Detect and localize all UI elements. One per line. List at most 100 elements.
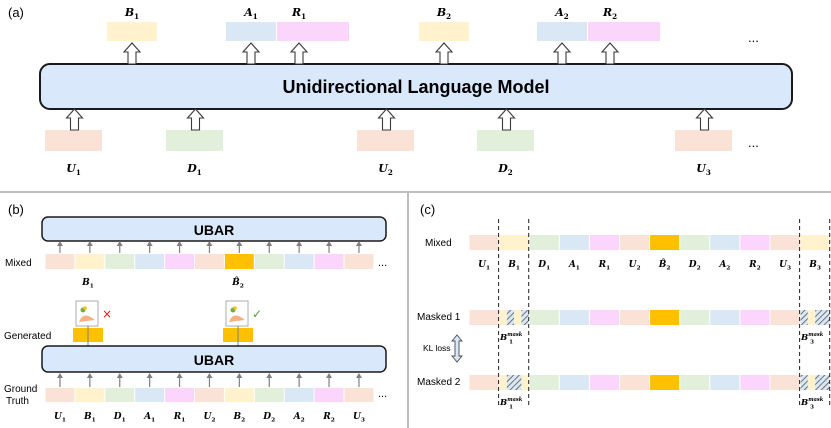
mask-label-0-main: B xyxy=(499,333,507,343)
mask-label-2-sup: mask xyxy=(507,397,523,403)
generated-label-1: B̂2 xyxy=(231,276,244,289)
masked-1-token-4 xyxy=(589,310,619,325)
mixed-token-b-8 xyxy=(284,254,314,269)
mixed-c-token-5 xyxy=(620,235,650,250)
mask-label-3-sub: 3 xyxy=(810,404,814,410)
output-token-label-0: B1 xyxy=(124,6,139,21)
ground-token-label-10-main: U xyxy=(353,412,362,422)
masked-1-token-2 xyxy=(529,310,559,325)
ground-arrow-icon-7 xyxy=(266,373,273,387)
mixed-arrow-icon-6 xyxy=(236,241,243,253)
mixed-c-label-11: B3 xyxy=(808,260,821,271)
input-arrow-icon-1 xyxy=(186,108,205,131)
output-arrow-icon-3 xyxy=(434,42,454,65)
mixed-c-label-9-sub: 2 xyxy=(757,265,761,271)
wrong-mark-icon: × xyxy=(102,307,112,321)
mixed-c-label-7: D2 xyxy=(688,260,701,271)
masked-1-mask-cell-1-0 xyxy=(499,310,507,325)
mixed-c-token-3 xyxy=(559,235,589,250)
ground-token-label-10-sub: 3 xyxy=(361,417,365,423)
output-token-label-1-main: A xyxy=(243,6,253,19)
output-token-3 xyxy=(419,22,469,41)
output-token-label-1: A1 xyxy=(243,6,258,21)
output-token-label-2: R1 xyxy=(291,6,306,21)
input-token-label-2-main: U xyxy=(378,162,389,175)
ground-token-9 xyxy=(314,388,344,402)
generated-label-0-sub: 1 xyxy=(90,283,94,289)
mixed-arrow-icon-7 xyxy=(266,241,273,253)
ground-token-3 xyxy=(135,388,165,402)
mixed-c-label-1-sub: 1 xyxy=(516,265,520,271)
ground-token-label-4-sub: 1 xyxy=(181,417,185,423)
mixed-c-token-11 xyxy=(800,235,830,250)
output-arrow-icon-4 xyxy=(552,42,572,65)
ubar-top-title: UBAR xyxy=(194,222,234,238)
mixed-c-label-4: R1 xyxy=(598,260,611,271)
masked-2-token-8 xyxy=(710,375,740,390)
ground-token-label-8: A2 xyxy=(293,412,305,423)
masked-2-token-6 xyxy=(650,375,680,390)
ground-token-2 xyxy=(105,388,135,402)
output-token-label-4: A2 xyxy=(554,6,569,21)
masked-1-mask-cell-11-0 xyxy=(800,310,808,325)
ground-token-label-0-main: U xyxy=(54,412,63,422)
mixed-c-label-7-sub: 2 xyxy=(697,265,701,271)
ground-token-label-4: R1 xyxy=(173,412,186,423)
ground-token-label-1-main: B xyxy=(83,412,92,422)
kl-double-arrow-icon xyxy=(451,334,463,363)
ground-token-label-5-main: U xyxy=(203,412,212,422)
row-label-mixed-c: Mixed xyxy=(425,238,452,249)
mixed-c-token-1 xyxy=(499,235,529,250)
input-token-label-4: U3 xyxy=(696,162,711,177)
output-token-label-3: B2 xyxy=(436,6,451,21)
input-token-label-1: D1 xyxy=(186,162,202,177)
generated-label-0-main: B xyxy=(81,278,90,288)
input-token-4 xyxy=(675,130,732,151)
panel-a-ellipsis-top: ... xyxy=(748,30,759,45)
output-arrow-icon-0 xyxy=(122,42,142,65)
ground-token-label-7-sub: 2 xyxy=(271,417,275,423)
ground-token-label-0-sub: 1 xyxy=(62,417,66,423)
ground-token-label-2-sub: 1 xyxy=(122,417,126,423)
input-arrow-icon-3 xyxy=(497,108,516,131)
mixed-c-label-9-main: R xyxy=(748,260,757,270)
output-token-label-2-sub: 1 xyxy=(301,12,306,21)
input-token-label-3-main: D xyxy=(497,162,508,175)
mixed-token-b-3 xyxy=(135,254,165,269)
masked-2-mask-cell-11-2 xyxy=(815,375,823,390)
mixed-c-label-8: A2 xyxy=(718,260,730,271)
mixed-c-label-3: A1 xyxy=(568,260,580,271)
mixed-token-b-10 xyxy=(344,254,374,269)
ubar-top-box xyxy=(41,216,387,242)
output-token-label-4-main: A xyxy=(554,6,564,19)
input-arrow-icon-0 xyxy=(65,108,84,131)
mixed-c-label-11-main: B xyxy=(808,260,817,270)
mixed-c-label-6: B̂2 xyxy=(658,258,671,271)
input-token-label-2: U2 xyxy=(378,162,393,177)
mask-label-1-main: B xyxy=(800,333,808,343)
masked-2-mask-cell-1-3 xyxy=(521,375,529,390)
ground-token-label-9: R2 xyxy=(322,412,335,423)
ground-token-4 xyxy=(165,388,194,402)
output-token-label-3-sub: 2 xyxy=(446,12,451,21)
masked-2-token-4 xyxy=(589,375,619,390)
ground-arrow-icon-5 xyxy=(206,373,213,387)
mixed-arrow-icon-3 xyxy=(146,241,153,253)
masked-2-mask-cell-1-2 xyxy=(514,375,522,390)
masked-1-token-10 xyxy=(770,310,800,325)
mixed-token-b-0 xyxy=(45,254,75,269)
ground-token-5 xyxy=(195,388,224,402)
kl-loss-label: KL loss xyxy=(423,343,451,353)
mixed-c-token-0 xyxy=(469,235,499,250)
mixed-token-b-7 xyxy=(254,254,284,269)
panel-b-ellipsis-mixed: ... xyxy=(378,257,387,269)
output-token-label-0-sub: 1 xyxy=(134,12,139,21)
masked-2-token-7 xyxy=(680,375,710,390)
mixed-c-label-8-main: A xyxy=(718,260,726,270)
output-token-2 xyxy=(277,22,349,41)
